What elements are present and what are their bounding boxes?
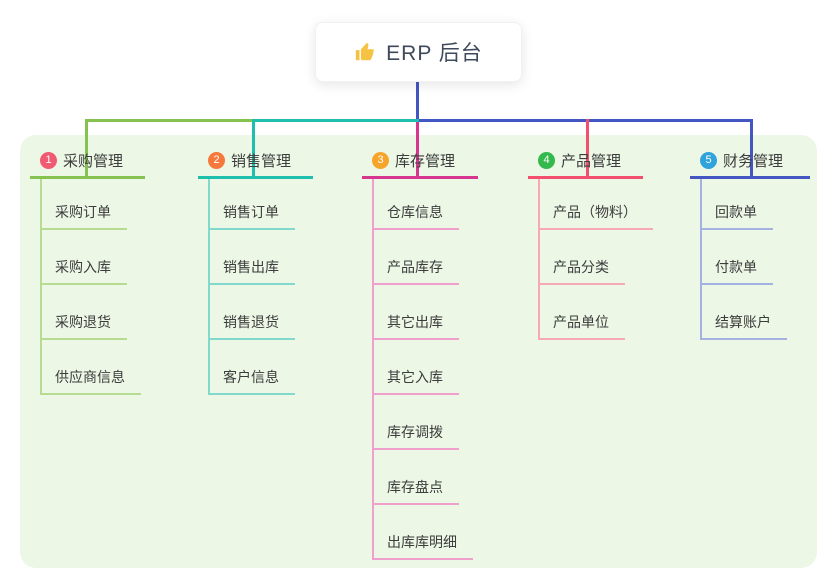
node-purchase-order[interactable]: 采购订单 [42,202,127,230]
node-other-outbound[interactable]: 其它出库 [374,312,459,340]
branch-label: 销售管理 [231,152,292,170]
branch-finance: 5 财务管理 回款单 付款单 结算账户 [690,150,810,340]
branch-product-node[interactable]: 4 产品管理 [528,150,643,179]
branch-label: 库存管理 [395,152,456,170]
branch-number-badge: 5 [700,151,717,169]
branch-inventory-node[interactable]: 3 库存管理 [362,150,478,179]
branch-sales: 2 销售管理 销售订单 销售出库 销售退货 客户信息 [198,150,313,395]
branch-finance-node[interactable]: 5 财务管理 [690,150,810,179]
node-product-stock[interactable]: 产品库存 [374,257,459,285]
branch-purchase-node[interactable]: 1 采购管理 [30,150,145,179]
branch-number-badge: 4 [538,151,555,169]
node-sales-outbound[interactable]: 销售出库 [210,257,295,285]
branch-product: 4 产品管理 产品（物料） 产品分类 产品单位 [528,150,653,340]
node-outbound-detail[interactable]: 出库库明细 [374,532,473,560]
node-stock-transfer[interactable]: 库存调拨 [374,422,459,450]
branch-number-badge: 1 [40,151,57,169]
node-stock-check[interactable]: 库存盘点 [374,477,459,505]
connector-drop-finance [750,119,753,177]
branch-number-badge: 2 [208,151,225,169]
node-customer-info[interactable]: 客户信息 [210,367,295,395]
node-purchase-return[interactable]: 采购退货 [42,312,127,340]
branch-inventory: 3 库存管理 仓库信息 产品库存 其它出库 其它入库 库存调拨 库存盘点 出库库… [362,150,478,560]
branches-panel [20,135,817,568]
branch-label: 采购管理 [63,152,124,170]
thumbs-up-icon [354,41,376,63]
branch-label: 财务管理 [723,152,784,170]
node-payment-bill[interactable]: 付款单 [702,257,773,285]
branch-purchase-items: 采购订单 采购入库 采购退货 供应商信息 [40,179,145,395]
node-purchase-inbound[interactable]: 采购入库 [42,257,127,285]
node-other-inbound[interactable]: 其它入库 [374,367,459,395]
node-product-category[interactable]: 产品分类 [540,257,625,285]
branch-sales-items: 销售订单 销售出库 销售退货 客户信息 [208,179,313,395]
node-sales-return[interactable]: 销售退货 [210,312,295,340]
connector-drop-inventory [416,122,419,177]
branch-finance-items: 回款单 付款单 结算账户 [700,179,810,340]
branch-sales-node[interactable]: 2 销售管理 [198,150,313,179]
node-product-unit[interactable]: 产品单位 [540,312,625,340]
node-receipt-bill[interactable]: 回款单 [702,202,773,230]
node-sales-order[interactable]: 销售订单 [210,202,295,230]
node-product-material[interactable]: 产品（物料） [540,202,653,230]
root-connector-line [416,82,419,120]
connector-horizontal-left [85,119,253,122]
connector-drop-product [586,119,589,177]
branch-product-items: 产品（物料） 产品分类 产品单位 [538,179,653,340]
branch-inventory-items: 仓库信息 产品库存 其它出库 其它入库 库存调拨 库存盘点 出库库明细 [372,179,478,560]
branch-label: 产品管理 [561,152,622,170]
node-settlement-account[interactable]: 结算账户 [702,312,787,340]
branch-number-badge: 3 [372,151,389,169]
connector-drop-purchase [85,119,88,177]
node-warehouse-info[interactable]: 仓库信息 [374,202,459,230]
root-node-label: ERP 后台 [386,42,483,65]
connector-drop-sales [252,119,255,177]
node-supplier-info[interactable]: 供应商信息 [42,367,141,395]
connector-horizontal-middle [253,119,419,122]
root-node[interactable]: ERP 后台 [315,22,522,82]
branch-purchase: 1 采购管理 采购订单 采购入库 采购退货 供应商信息 [30,150,145,395]
